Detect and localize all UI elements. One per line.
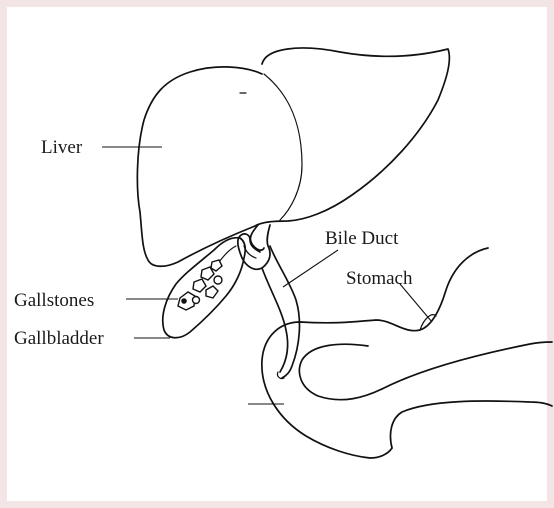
label-gallstones: Gallstones [14,290,94,311]
liver-outline [137,48,449,266]
stomach-lower-curve [390,401,552,448]
gallstone-dark [181,298,187,304]
label-stomach: Stomach [346,268,413,289]
label-gallbladder: Gallbladder [14,328,104,349]
gallstone [193,279,206,292]
stomach-inner-curve [299,342,552,400]
stomach-leader [400,284,432,322]
bile-duct-wall-right [270,246,299,378]
gallstone [193,297,200,304]
gallstones-cluster [178,260,222,310]
gallstone [206,286,218,298]
label-bile-duct: Bile Duct [325,228,399,249]
hepatic-duct-right [262,225,270,268]
label-liver: Liver [41,137,83,158]
bile-duct-leader [283,250,338,287]
gallstone [211,260,222,271]
gallstone [214,276,222,284]
liver-inner-fold [264,74,302,220]
bile-duct-wall-left [262,268,288,372]
